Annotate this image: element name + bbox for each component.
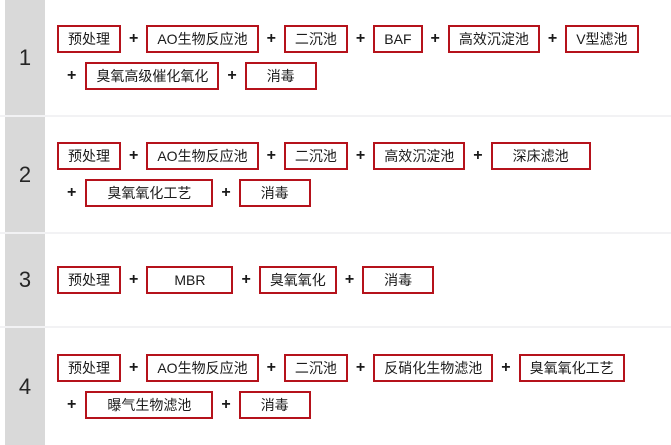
scheme-row: 1 预处理 + AO生物反应池 + 二沉池 + BAF + 高效沉淀池 + V型滤池 + 臭氧高级催化氧化… <box>0 0 671 117</box>
plus-separator: + <box>355 147 366 164</box>
plus-separator: + <box>430 30 440 47</box>
process-step-box: 臭氧氧化工艺 <box>85 179 214 207</box>
process-chain-line: 预处理 + MBR + 臭氧氧化 + 消毒 <box>57 266 671 294</box>
process-step-box: 臭氧氧化 <box>258 266 337 294</box>
process-step-box: 预处理 <box>57 354 121 382</box>
process-chain: 预处理+AO生物反应池+二沉池+BAF+高效沉淀池+V型滤池+臭氧高级催化氧化+… <box>45 0 671 115</box>
plus-separator: + <box>355 359 366 376</box>
process-chain: 预处理 + AO生物反应池 + 二沉池 + 反硝化生物滤池 + 臭氧氧化工艺 + 曝气生物滤池 + 消毒 <box>45 328 671 445</box>
process-chain: 预处理 + AO生物反应池 + 二沉池 + 高效沉淀池 + 深床滤池 + 臭氧氧化工艺 + 消毒 <box>45 117 671 232</box>
process-chain: 预处理 + MBR + 臭氧氧化 + 消毒 <box>45 234 671 326</box>
plus-separator: + <box>344 271 355 288</box>
plus-separator: + <box>266 30 276 47</box>
process-chain-line: + 曝气生物滤池 + 消毒 <box>57 391 671 419</box>
plus-separator: + <box>129 271 139 288</box>
plus-separator: + <box>227 67 237 84</box>
plus-separator: + <box>355 30 366 47</box>
scheme-row: 4 预处理 + AO生物反应池 + 二沉池 + 反硝化生物滤池 + 臭氧氧化工艺 + 曝气生物滤池 + 消… <box>0 328 671 445</box>
plus-separator: + <box>129 359 139 376</box>
process-step-box: 预处理 <box>57 266 121 294</box>
scheme-row: 2 预处理 + AO生物反应池 + 二沉池 + 高效沉淀池 + 深床滤池 + 臭氧氧化工艺 + 消毒 <box>0 117 671 234</box>
process-step-box: MBR <box>146 266 234 294</box>
row-index-block: 4 <box>5 328 45 445</box>
process-step-box: 二沉池 <box>283 354 348 382</box>
process-step-box: BAF <box>373 25 423 53</box>
row-index-block: 1 <box>5 0 45 115</box>
plus-separator: + <box>473 147 483 164</box>
process-step-box: 深床滤池 <box>490 142 591 170</box>
row-index-block: 3 <box>5 234 45 326</box>
process-step-box: 臭氧高级催化氧化 <box>85 62 220 90</box>
row-index-cell: 1 <box>0 0 45 115</box>
process-step-box: 消毒 <box>362 266 435 294</box>
process-chain-line: 预处理 + AO生物反应池 + 二沉池 + 高效沉淀池 + 深床滤池 <box>57 142 671 170</box>
row-index-cell: 4 <box>0 328 45 445</box>
plus-separator: + <box>67 184 77 201</box>
process-step-box: 曝气生物滤池 <box>85 391 214 419</box>
plus-separator: + <box>266 359 276 376</box>
scheme-row: 3 预处理 + MBR + 臭氧氧化 + 消毒 <box>0 234 671 328</box>
plus-separator: + <box>129 147 139 164</box>
row-index-cell: 2 <box>0 117 45 232</box>
process-step-box: 二沉池 <box>283 142 348 170</box>
plus-separator: + <box>67 396 77 413</box>
process-step-box: 消毒 <box>238 391 311 419</box>
row-index-label: 4 <box>18 373 32 399</box>
plus-separator: + <box>241 271 251 288</box>
process-chain-line: 预处理 + AO生物反应池 + 二沉池 + 反硝化生物滤池 + 臭氧氧化工艺 <box>57 354 671 382</box>
process-step-box: 消毒 <box>244 62 317 90</box>
process-step-box: 二沉池 <box>283 25 348 53</box>
row-index-block: 2 <box>5 117 45 232</box>
process-step-box: AO生物反应池 <box>146 354 259 382</box>
process-step-box: 反硝化生物滤池 <box>373 354 494 382</box>
row-index-label: 2 <box>18 161 32 187</box>
plus-separator: + <box>547 30 558 47</box>
plus-separator: + <box>221 396 231 413</box>
process-step-box: 高效沉淀池 <box>447 25 540 53</box>
plus-separator: + <box>67 67 77 84</box>
process-chain-line: 预处理 + AO生物反应池 + 二沉池 + BAF + 高效沉淀池 + V型滤池 <box>57 25 671 53</box>
process-step-box: 预处理 <box>57 25 121 53</box>
process-step-box: 消毒 <box>238 179 311 207</box>
process-step-box: 高效沉淀池 <box>373 142 466 170</box>
process-chain-line: + 臭氧氧化工艺 + 消毒 <box>57 179 671 207</box>
plus-separator: + <box>266 147 276 164</box>
row-index-label: 1 <box>18 44 32 70</box>
process-step-box: 臭氧氧化工艺 <box>518 354 625 382</box>
row-index-cell: 3 <box>0 234 45 326</box>
process-step-box: 预处理 <box>57 142 121 170</box>
process-chain-line: + 臭氧高级催化氧化 + 消毒 <box>57 62 671 90</box>
process-step-box: AO生物反应池 <box>146 25 259 53</box>
process-step-box: V型滤池 <box>565 25 639 53</box>
plus-separator: + <box>221 184 231 201</box>
plus-separator: + <box>501 359 511 376</box>
plus-separator: + <box>129 30 139 47</box>
process-step-box: AO生物反应池 <box>146 142 259 170</box>
row-index-label: 3 <box>18 267 32 292</box>
